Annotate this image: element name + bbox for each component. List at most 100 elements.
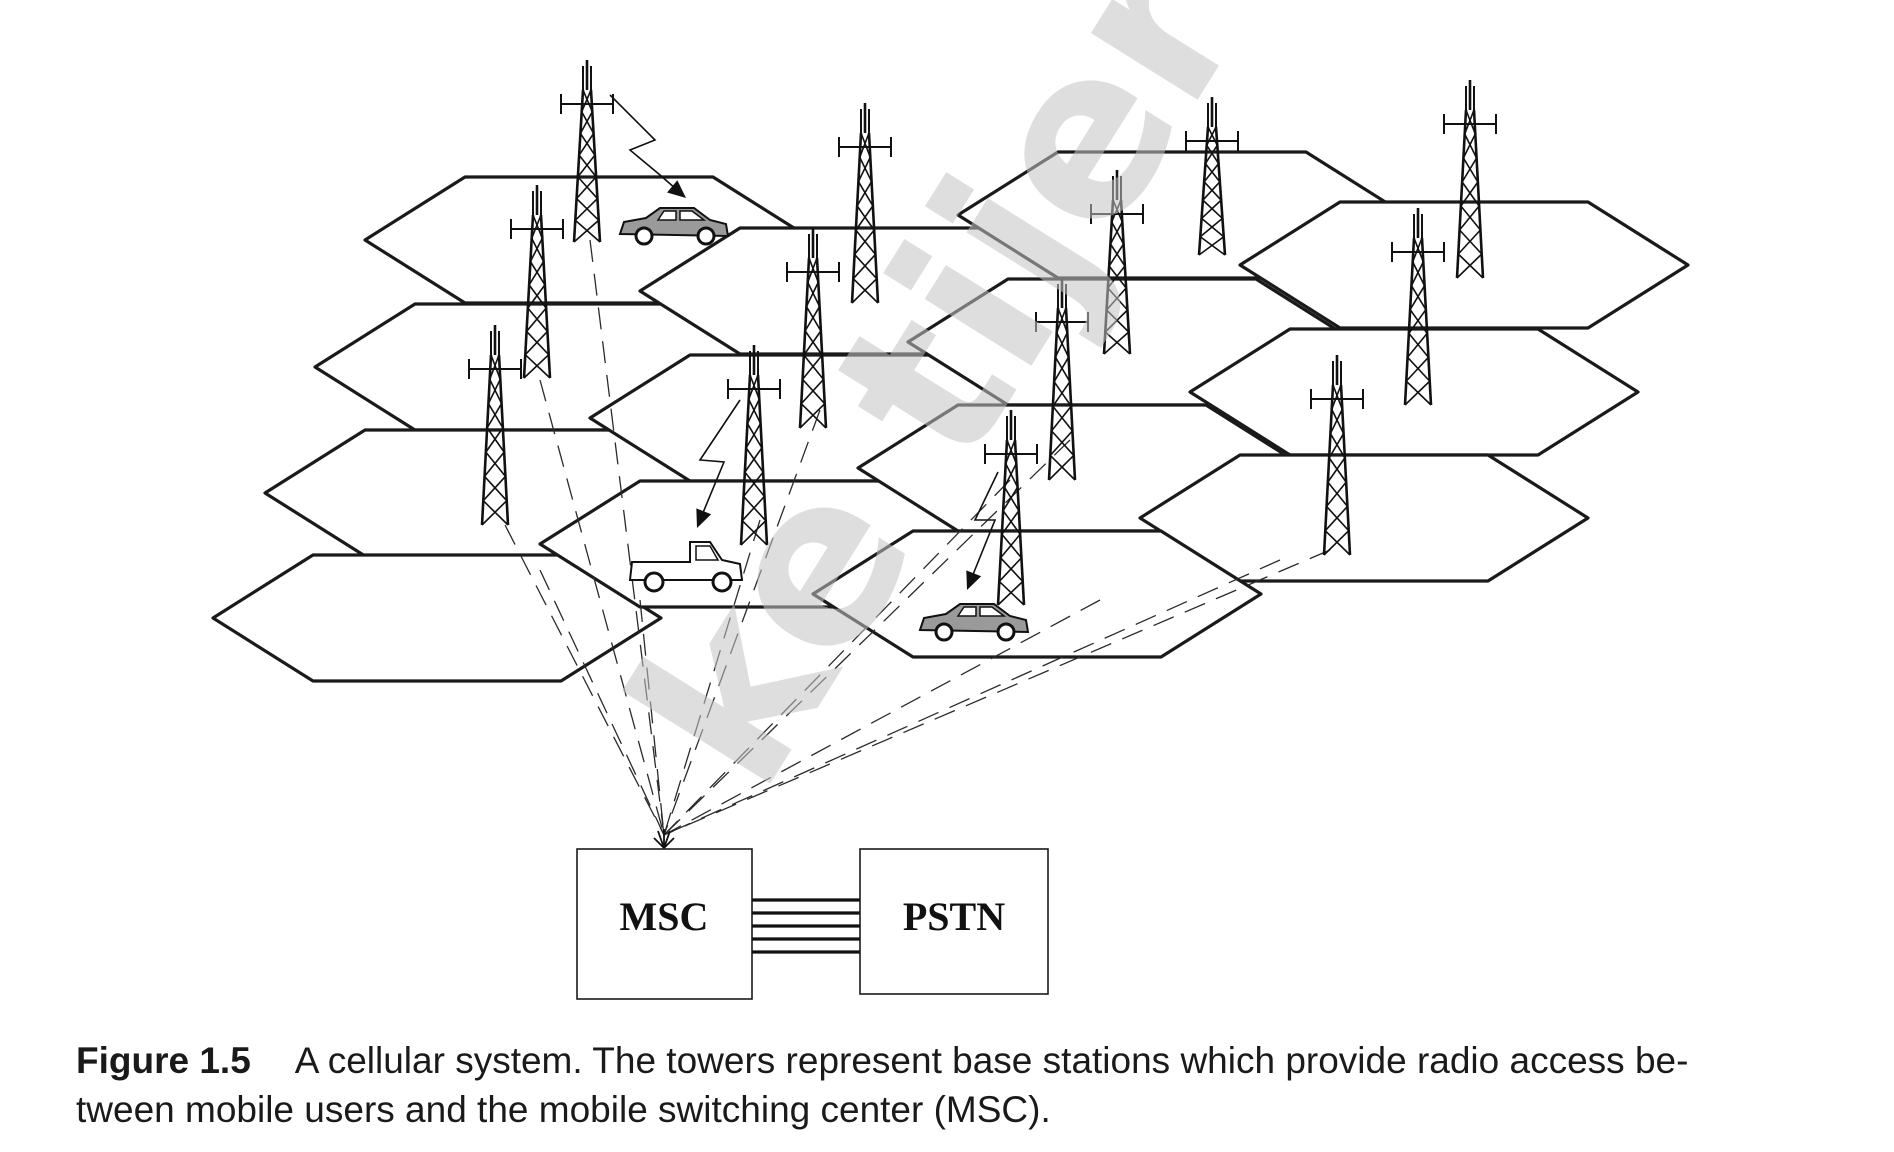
tower-brace — [1408, 332, 1430, 358]
tower-brace — [740, 520, 767, 546]
tower-brace — [1460, 181, 1479, 207]
tower-brace — [482, 500, 509, 526]
tower-leg — [480, 354, 493, 526]
backhaul-link — [663, 549, 1331, 836]
tower-brace — [749, 374, 761, 400]
tower-brace — [745, 447, 764, 473]
tower-brace — [1052, 381, 1071, 407]
tower-brace — [858, 132, 870, 158]
tower-brace — [1111, 221, 1125, 245]
backhaul-link — [663, 409, 821, 836]
tower-brace — [1057, 307, 1069, 333]
tower-brace — [742, 495, 767, 522]
truck-wheel — [711, 571, 733, 593]
tower-brace — [1457, 229, 1482, 255]
tower-brace — [530, 214, 542, 239]
tower-brace — [1327, 457, 1346, 483]
tower-leg — [1472, 109, 1485, 279]
tower-brace — [853, 253, 878, 280]
tower-brace — [525, 307, 547, 332]
cell-tower — [1185, 97, 1239, 256]
tower-brace — [1050, 430, 1075, 456]
tower-brace — [1108, 265, 1127, 289]
tower-brace — [801, 378, 826, 405]
backhaul-link — [663, 599, 1101, 836]
tower-brace — [578, 154, 597, 178]
tower-brace — [1324, 505, 1349, 532]
tower-brace — [1109, 243, 1126, 267]
radio-link-top — [609, 94, 686, 198]
tower-brace — [803, 354, 825, 380]
tower-brace — [858, 156, 873, 182]
tower-brace — [801, 354, 823, 380]
tower-brace — [1410, 285, 1427, 310]
tower-brace — [999, 557, 1024, 582]
tower-brace — [852, 278, 879, 304]
tower-brace — [1324, 530, 1351, 556]
tower-brace — [483, 451, 505, 477]
tower-brace — [1413, 237, 1425, 263]
tower-brace — [1328, 457, 1347, 483]
tower-brace — [1204, 163, 1221, 183]
tower-leg — [1013, 439, 1026, 606]
tower-brace — [1104, 309, 1128, 333]
tower-leg — [1420, 237, 1433, 406]
tower-brace — [579, 132, 596, 156]
tower-brace — [856, 205, 875, 231]
tower-brace — [799, 403, 826, 429]
tower-brace — [1405, 356, 1430, 382]
tower-brace — [1327, 481, 1349, 507]
tower-brace — [486, 403, 503, 429]
backhaul-link — [663, 439, 1071, 836]
tower-brace — [1465, 109, 1477, 135]
tower-brace — [1002, 486, 1019, 512]
tower-brace — [1329, 433, 1346, 459]
radio-link-group — [609, 94, 999, 590]
msc-block: MSC — [576, 829, 753, 1000]
tower-brace — [1201, 217, 1225, 238]
tower-brace — [1201, 199, 1222, 220]
caption-line-2: tween mobile users and the mobile switch… — [76, 1089, 1051, 1130]
tower-brace — [523, 354, 550, 379]
radio-link-middle — [696, 399, 741, 528]
tower-leg — [1403, 237, 1416, 406]
tower-brace — [1107, 265, 1126, 289]
tower-brace — [1052, 405, 1074, 432]
car-wheel — [696, 226, 716, 246]
tower-brace — [582, 89, 594, 113]
tower-brace — [1001, 510, 1020, 535]
tower-brace — [1206, 144, 1220, 165]
tower-brace — [483, 475, 508, 502]
tower-leg — [798, 257, 811, 429]
tower-brace — [574, 219, 601, 243]
tower-brace — [580, 89, 592, 113]
cell-tower — [1391, 208, 1445, 406]
tower-brace — [1463, 109, 1475, 135]
tower-brace — [1462, 133, 1477, 159]
backhaul-link — [539, 569, 665, 836]
tower-brace — [573, 219, 600, 243]
pstn-block: PSTN — [859, 848, 1049, 995]
tower-brace — [490, 354, 502, 380]
tower-brace — [806, 281, 821, 307]
tower-brace — [744, 471, 766, 497]
tower-brace — [1207, 126, 1218, 146]
cell-tower — [560, 60, 614, 243]
radio-link-arrowhead — [696, 508, 712, 528]
tower-brace — [1104, 331, 1131, 355]
tower-brace — [1458, 205, 1480, 231]
tower-brace — [527, 284, 546, 309]
tower-brace — [1048, 454, 1075, 481]
tower-brace — [487, 403, 504, 429]
tower-brace — [741, 495, 766, 522]
tower-brace — [1330, 408, 1345, 434]
tower-brace — [805, 306, 822, 332]
car-wheel — [996, 622, 1016, 642]
tower-brace — [1112, 199, 1124, 223]
cell-tower — [468, 325, 522, 526]
pickup-truck — [628, 541, 744, 593]
tower-leg — [815, 257, 828, 429]
tower-brace — [746, 398, 761, 424]
tower-brace — [852, 253, 877, 280]
tower-leg — [1064, 307, 1077, 481]
